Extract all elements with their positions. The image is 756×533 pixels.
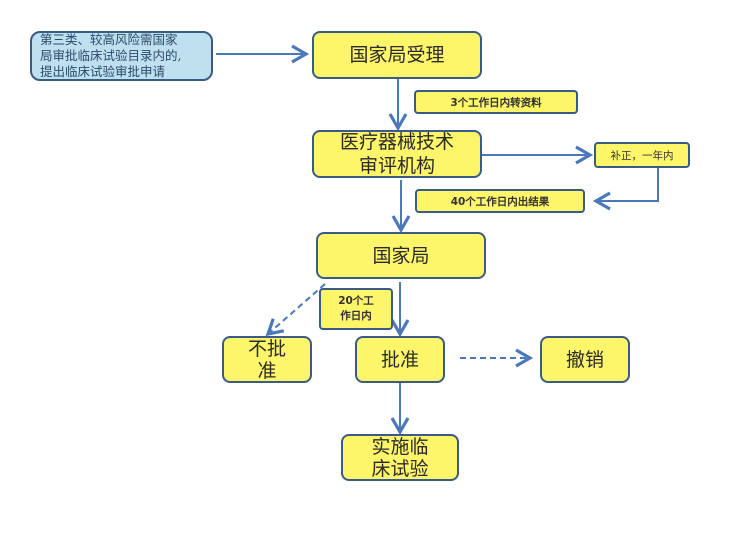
node-revoke: 撤销	[540, 336, 630, 383]
label-decision: 20个工 作日内	[319, 288, 393, 330]
node-revoke-label: 撤销	[565, 348, 604, 371]
node-approve: 批准	[355, 336, 445, 383]
node-reject-line-2: 准	[257, 359, 277, 382]
node-application-line-3: 提出临床试验审批申请	[40, 64, 166, 79]
label-supplement: 补正，一年内	[594, 142, 690, 168]
label-transfer: 3个工作日内转资料	[414, 90, 578, 114]
arrow-nmpa-to-reject	[265, 283, 326, 337]
label-result-text: 40个工作日内出结果	[450, 195, 550, 208]
label-decision-line-1: 20个工	[338, 295, 374, 307]
arrow-supplement-to-result	[592, 168, 659, 211]
node-tech-review-line-2: 审评机构	[358, 155, 435, 177]
node-reject: 不批 准	[222, 336, 312, 383]
node-approve-label: 批准	[380, 348, 419, 371]
label-result: 40个工作日内出结果	[415, 189, 585, 213]
node-implement-line-2: 床试验	[371, 457, 429, 480]
label-decision-line-2: 作日内	[340, 310, 372, 322]
node-tech-review: 医疗器械技术 审评机构	[312, 130, 482, 178]
node-nmpa: 国家局	[316, 232, 486, 279]
node-application-line-2: 局审批临床试验目录内的,	[40, 48, 182, 63]
node-nmpa-accept-label: 国家局受理	[349, 44, 445, 66]
label-transfer-text: 3个工作日内转资料	[450, 96, 542, 109]
node-application: 第三类、较高风险需国家 局审批临床试验目录内的, 提出临床试验审批申请	[30, 31, 213, 81]
node-reject-line-1: 不批	[247, 337, 286, 360]
node-nmpa-label: 国家局	[372, 244, 430, 267]
label-supplement-text: 补正，一年内	[610, 149, 674, 162]
node-implement-line-1: 实施临	[371, 435, 429, 458]
node-nmpa-accept: 国家局受理	[312, 31, 482, 79]
node-tech-review-line-1: 医疗器械技术	[339, 131, 454, 153]
node-implement: 实施临 床试验	[341, 434, 459, 481]
node-application-line-1: 第三类、较高风险需国家	[40, 32, 178, 47]
